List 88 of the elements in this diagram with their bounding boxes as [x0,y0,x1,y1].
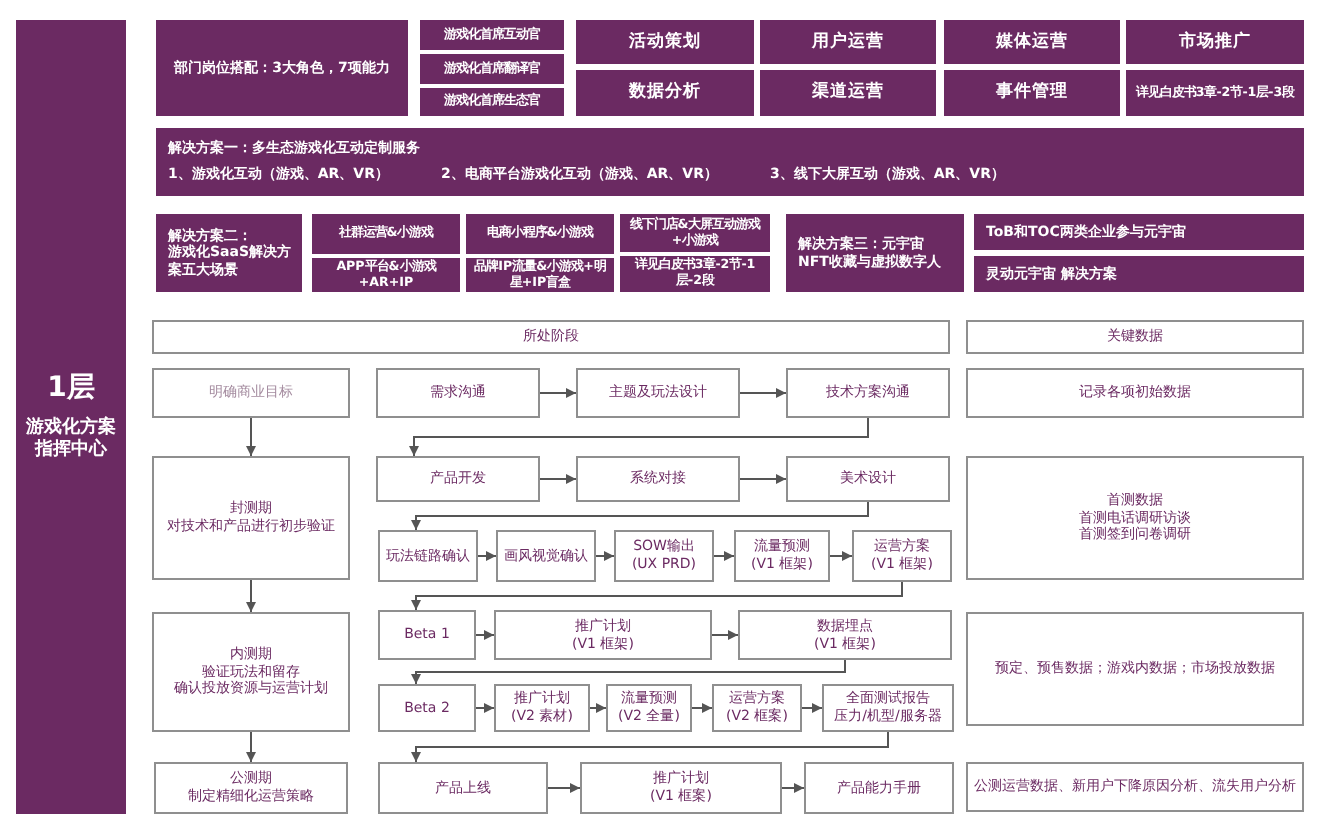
role-panel [420,54,564,84]
stage-box [152,456,350,580]
process-box [786,368,950,418]
label-text: 媒体运营 [996,31,1068,53]
flow-arrow [475,630,495,640]
process-box [786,456,950,502]
flow-arrow [801,703,823,713]
process-box [378,762,548,814]
flow-arrow [411,731,889,763]
process-box [712,684,802,732]
process-box [580,762,782,814]
label-text: 数据分析 [629,82,701,104]
flow-arrow [246,417,256,457]
process-box [576,368,740,418]
process-box [734,530,830,582]
skill-panel [760,20,936,64]
flow-arrow [246,579,256,613]
flow-arrow [711,630,739,640]
flow-arrow [589,703,607,713]
skill-panel [944,20,1120,64]
flow-arrow [739,474,787,484]
stage-box [152,612,350,732]
reference-panel [1126,70,1304,116]
process-box [576,456,740,502]
column-header [152,320,950,354]
stage-box [152,368,350,418]
flow-arrow [539,474,577,484]
label-text: 事件管理 [996,82,1068,104]
process-box [378,530,478,582]
flow-arrow [539,388,577,398]
role-panel [420,20,564,50]
process-box [494,610,712,660]
data-box [966,368,1304,418]
title-band [16,20,126,814]
process-box [804,762,954,814]
flow-arrow [739,388,787,398]
label-text: 渠道运营 [812,82,884,104]
role-panel [420,88,564,116]
data-box [966,612,1304,726]
scenario-panel [466,214,614,254]
solution-panel [156,214,302,292]
process-box [822,684,954,732]
flow-arrow [713,551,735,561]
skill-panel [944,70,1120,116]
skill-panel [576,20,754,64]
process-box [494,684,590,732]
scenario-panel [312,214,460,254]
flow-arrow [475,703,495,713]
process-box [738,610,952,660]
solution-band [156,128,1304,196]
flow-arrow [411,581,903,611]
scenario-panel [312,258,460,292]
flow-arrow [409,417,869,457]
info-panel [156,20,408,116]
skill-panel [1126,20,1304,64]
solution-panel [974,256,1304,292]
skill-panel [576,70,754,116]
column-header [966,320,1304,354]
center-title: 游戏化方案指挥中心 [24,417,118,461]
flow-arrow [246,731,256,763]
flow-arrow [547,783,581,793]
label-text: 用户运营 [812,31,884,53]
reference-panel [620,256,770,292]
layer-label: 1层 [47,372,95,408]
flow-arrow [595,551,615,561]
solution-panel [786,214,964,292]
process-box [376,456,540,502]
stage-box [154,762,348,814]
label-text: 活动策划 [629,31,701,53]
process-box [496,530,596,582]
flow-arrow [691,703,713,713]
flow-arrow [829,551,853,561]
process-box [376,368,540,418]
process-box [378,684,476,732]
flow-arrow [781,783,805,793]
label-text: 市场推广 [1179,31,1251,53]
process-box [852,530,952,582]
flow-arrow [411,501,869,531]
process-box [614,530,714,582]
skill-panel [760,70,936,116]
data-box [966,456,1304,580]
solution-panel [974,214,1304,250]
process-box [606,684,692,732]
flow-arrow [477,551,497,561]
flow-arrow [411,659,846,685]
scenario-panel [620,214,770,252]
data-box [966,762,1304,812]
process-box [378,610,476,660]
